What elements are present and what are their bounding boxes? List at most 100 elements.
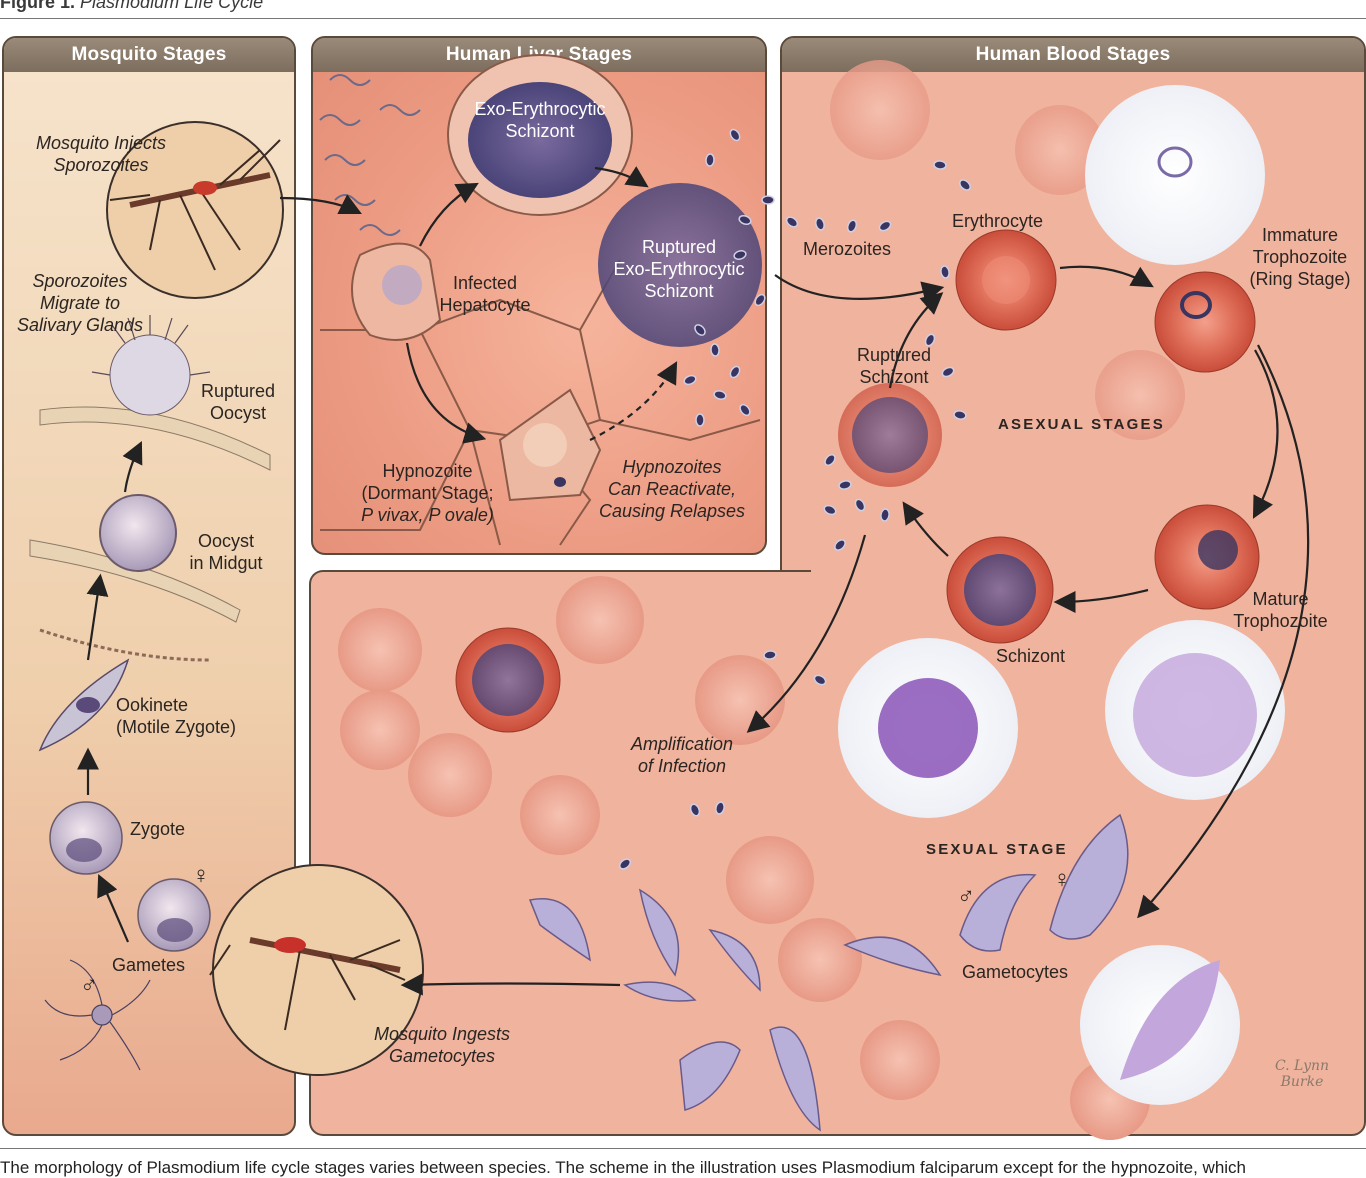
male-symbol-mosquito: ♂	[80, 972, 98, 999]
label-mature-trophozoite: Mature Trophozoite	[1233, 589, 1328, 631]
arrow-erythrocyte-to-ring	[1059, 265, 1154, 288]
background-rbcs	[338, 60, 1185, 1140]
label-mosquito-injects: Mosquito Injects Sporozoites	[35, 133, 167, 175]
immature-trophozoite-icon	[1154, 271, 1256, 373]
figure-caption: The morphology of Plasmodium life cycle …	[0, 1158, 1247, 1177]
mosquito-icon	[109, 139, 281, 271]
label-immature-trophozoite: Immature Trophozoite (Ring Stage)	[1249, 225, 1351, 289]
label-ruptured-schizont: Ruptured Schizont	[856, 345, 932, 387]
arrow-mature-to-schizont	[1053, 588, 1149, 613]
merozoite	[695, 413, 705, 427]
label-erythrocyte: Erythrocyte	[952, 211, 1044, 231]
arrow-hepatocyte-to-schizont	[419, 182, 479, 247]
arrow-amplification	[746, 534, 867, 733]
merozoite	[846, 219, 858, 233]
merozoite	[713, 390, 727, 400]
arrow-ring-to-mature	[1252, 349, 1279, 519]
oocyst-icon	[99, 494, 177, 572]
label-merozoites: Merozoites	[803, 239, 892, 259]
label-gametocytes: Gametocytes	[962, 962, 1069, 982]
label-ruptured-oocyst: Ruptured Oocyst	[200, 381, 276, 423]
merozoite	[824, 454, 836, 466]
merozoite	[694, 324, 706, 336]
merozoite	[953, 410, 967, 420]
merozoite	[763, 650, 777, 660]
arrow-gametes-to-zygote	[97, 873, 130, 943]
arrow-oocyst-to-ruptured	[122, 441, 143, 493]
merozoite	[940, 265, 950, 279]
arrow-schizont-to-ruptured	[902, 501, 949, 557]
merozoite	[813, 674, 827, 686]
label-mosquito-ingests: Mosquito Ingests Gametocytes	[373, 1024, 511, 1066]
hypnozoite-icon	[554, 477, 566, 487]
ookinete-nucleus	[76, 697, 100, 713]
bottom-rule	[0, 1148, 1366, 1149]
arrow-schizont-to-ruptured	[594, 166, 649, 188]
merozoite	[834, 539, 846, 551]
merozoite	[715, 801, 725, 815]
zygote-icon	[49, 801, 123, 875]
label-gametes: Gametes	[112, 955, 186, 975]
arrow-to-mosquito-ingest	[400, 973, 621, 996]
female-symbol-mosquito: ♀	[192, 862, 210, 889]
label-ruptured-exo-schizont: Ruptured Exo-Erythrocytic Schizont	[613, 237, 745, 301]
label-zygote: Zygote	[130, 819, 186, 839]
mosquito-panel-title: Mosquito Stages	[4, 38, 294, 72]
label-amplification: Amplification of Infection	[630, 734, 734, 776]
merozoite	[710, 343, 720, 357]
figure-title-bold: Figure 1.	[0, 0, 76, 12]
cycle-arrows	[77, 166, 1310, 996]
blood-panel: Human Blood Stages	[780, 36, 1366, 1136]
merozoite	[729, 128, 741, 142]
merozoite	[785, 216, 799, 228]
merozoite	[733, 250, 747, 260]
label-sexual-stage: SEXUAL STAGE	[926, 841, 1068, 858]
label-infected-hepatocyte: Infected Hepatocyte	[439, 273, 531, 315]
merozoite	[683, 374, 697, 386]
merozoite	[739, 403, 751, 417]
merozoite	[729, 365, 741, 379]
arrow-hypnozoite-reactivate	[589, 361, 678, 441]
label-hypnozoites-reactivate: Hypnozoites Can Reactivate, Causing Rela…	[598, 457, 746, 521]
artist-signature: C. Lynn Burke	[1274, 1058, 1330, 1090]
merozoite	[738, 214, 752, 226]
ruptured-oocyst-icon	[91, 315, 211, 416]
top-rule	[0, 18, 1366, 19]
merozoite	[854, 498, 866, 512]
label-asexual-stages: ASEXUAL STAGES	[998, 416, 1165, 433]
arrow-to-gametocytes	[1137, 344, 1310, 919]
arrow-ruptured-to-erythrocyte	[888, 292, 944, 389]
merozoite	[941, 366, 955, 378]
merozoite	[815, 217, 825, 231]
gametocytes	[528, 813, 1129, 1132]
merozoite	[880, 508, 890, 522]
mosquito-inject-circle	[106, 121, 284, 299]
exo-schizont-icon	[468, 82, 612, 198]
label-oocyst-midgut: Oocyst in Midgut	[189, 531, 263, 573]
merozoite	[705, 153, 715, 167]
merozoite	[618, 858, 632, 870]
midgut-wall	[29, 406, 271, 662]
merozoite	[754, 293, 766, 307]
sporozoites	[319, 74, 421, 236]
arrow-merozoites-to-erythrocyte	[774, 274, 945, 303]
label-hypnozoite-species: P vivax, P ovale)	[361, 505, 494, 525]
merozoite	[959, 179, 971, 191]
label-ookinete: Ookinete (Motile Zygote)	[116, 695, 237, 737]
label-schizont: Schizont	[996, 646, 1066, 666]
arrow-inject-to-liver	[279, 194, 362, 214]
label-hypnozoite: Hypnozoite (Dormant Stage;	[361, 461, 494, 503]
label-exo-schizont: Exo-Erythrocytic Schizont	[474, 99, 606, 141]
merozoite	[761, 195, 775, 205]
arrow-hepatocyte-to-hypnozoite	[405, 342, 487, 444]
arrow-ookinete-to-oocyst	[86, 573, 109, 661]
merozoite	[689, 803, 701, 817]
male-gamete-icon	[44, 959, 151, 1071]
ruptured-exo-schizont-icon	[598, 183, 762, 347]
merozoite	[933, 160, 947, 170]
merozoite	[924, 333, 936, 347]
female-symbol-blood: ♀	[1053, 866, 1071, 893]
figure-title-italic: Plasmodium Life Cycle	[80, 0, 264, 12]
mosquito-ingest-icon	[209, 937, 406, 1031]
